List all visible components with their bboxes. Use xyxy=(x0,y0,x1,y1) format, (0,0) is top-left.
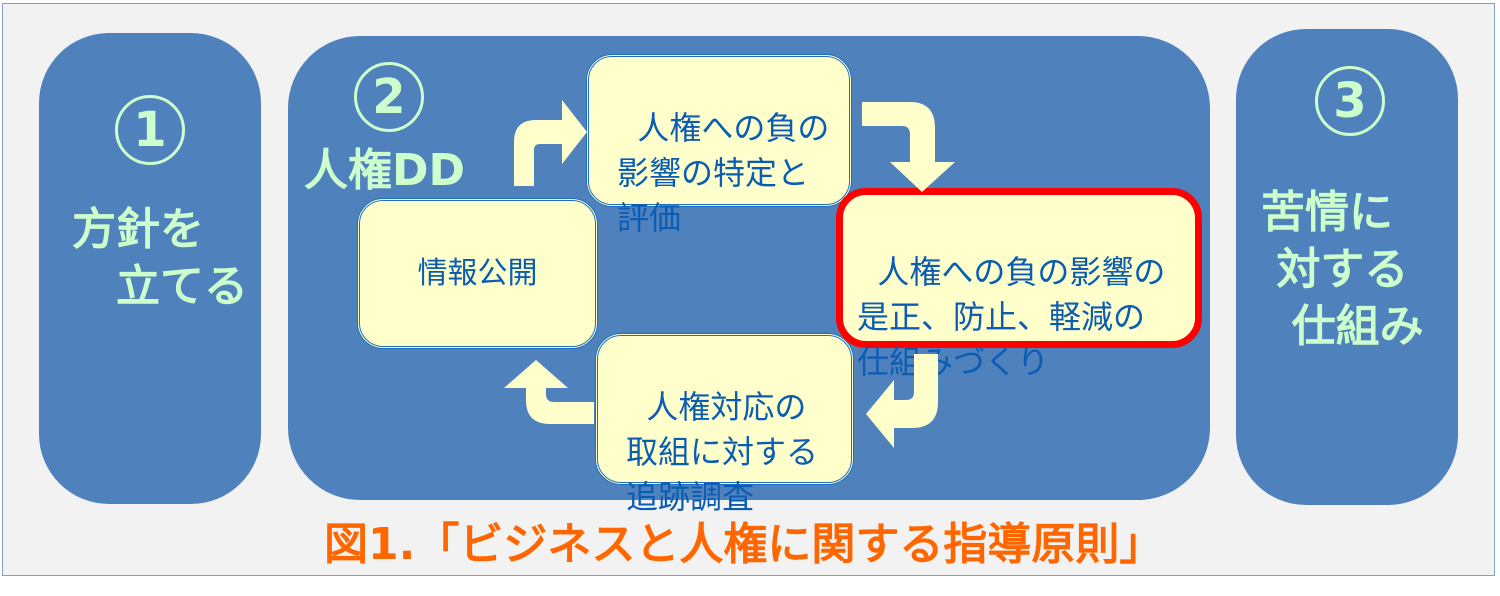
arrow-turn-down-icon xyxy=(862,102,955,192)
figure-caption: 図1.「ビジネスと人権に関する指導原則」 xyxy=(324,519,1164,570)
pillar-dd-label: 人権DD xyxy=(304,145,466,196)
node-identify-label: 人権への負の 影響の特定と 評価 xyxy=(617,109,830,237)
arrow-turn-left-icon xyxy=(866,354,938,448)
node-tracking: 人権対応の 取組に対する 追跡調査 xyxy=(595,333,854,516)
node-remedy-label: 人権への負の影響の 是正、防止、軽減の 仕組みづくり xyxy=(857,253,1166,381)
circled-number-2: 2 xyxy=(354,62,424,132)
pillar-policy: 1 方針を 立てる xyxy=(39,33,261,504)
node-tracking-label: 人権対応の 取組に対する 追跡調査 xyxy=(626,388,819,516)
node-remedy-prevent-mitigate: 人権への負の影響の 是正、防止、軽減の 仕組みづくり xyxy=(836,188,1202,381)
arrow-turn-right-icon xyxy=(514,100,587,186)
arrow-turn-up-icon xyxy=(504,360,594,424)
circled-number-3: 3 xyxy=(1315,66,1385,136)
node-disclosure-label: 情報公開 xyxy=(417,256,538,291)
pillar-grievance-label: 苦情に 対する 仕組み xyxy=(1261,187,1424,352)
pillar-grievance: 3 苦情に 対する 仕組み xyxy=(1236,29,1458,505)
pillar-policy-label: 方針を 立てる xyxy=(72,204,248,312)
node-identify-assess: 人権への負の 影響の特定と 評価 xyxy=(586,54,852,237)
circled-number-1: 1 xyxy=(115,95,185,165)
node-disclosure: 情報公開 xyxy=(357,198,598,349)
